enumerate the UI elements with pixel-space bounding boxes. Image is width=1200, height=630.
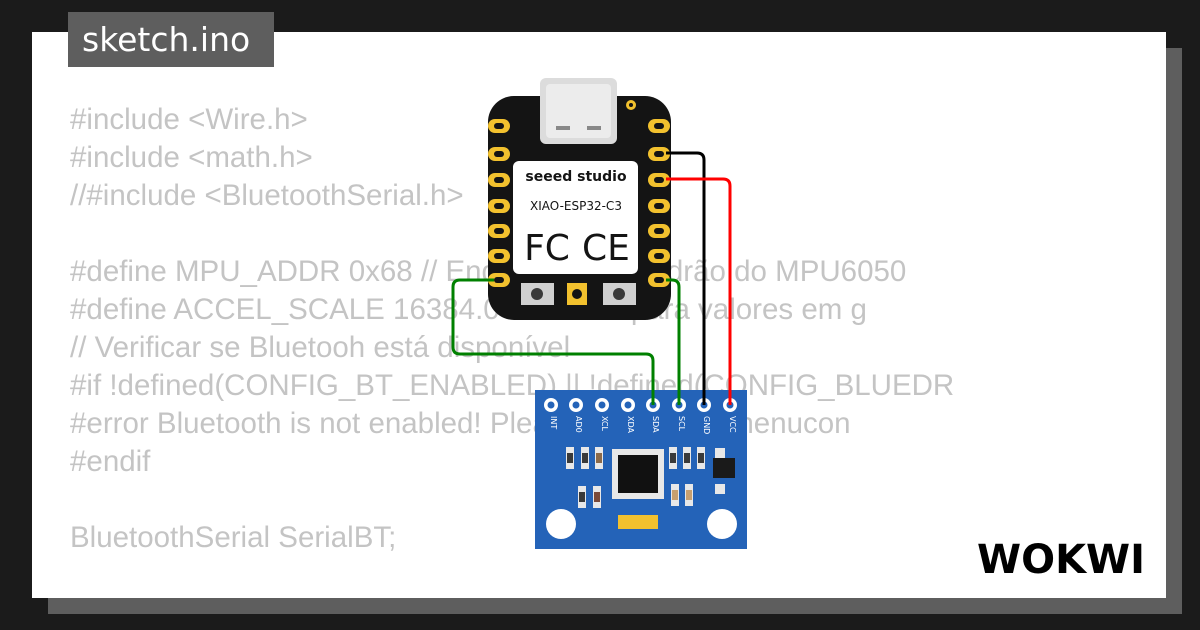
shield-label — [513, 161, 638, 274]
code-line-2: #include <math.h> — [70, 141, 313, 174]
file-tab[interactable]: sketch.ino — [68, 12, 275, 67]
code-line-6: #define ACCEL_SCALE 16384.0 // Divisor p… — [70, 293, 867, 326]
mpu6050-chip — [612, 449, 664, 499]
sensor-pin-label: GND — [702, 416, 711, 434]
board-brand: seeed studio — [525, 169, 627, 185]
code-line-12: BluetoothSerial SerialBT; — [70, 521, 397, 554]
wokwi-logo-text: WOKWI — [977, 537, 1145, 583]
code-line-10: #endif — [70, 445, 151, 478]
wire-scl[interactable] — [666, 278, 681, 405]
usb-c-connector — [540, 78, 617, 144]
code-line-8: #if !defined(CONFIG_BT_ENABLED) || !defi… — [70, 369, 955, 402]
mounting-hole — [707, 509, 737, 539]
code-line-7: // Verificar se Bluetooh está disponível — [70, 331, 571, 364]
xiao-esp32c3-board[interactable]: seeed studio XIAO-ESP32-C3 FC CE — [488, 78, 671, 320]
wokwi-logo[interactable]: WOKWI — [975, 525, 1150, 587]
board-pin-pads — [488, 100, 670, 287]
sensor-pin-label: AD0 — [574, 416, 583, 433]
gold-pad — [618, 515, 658, 529]
code-line-3: //#include <BluetoothSerial.h> — [70, 179, 464, 212]
smd-components — [566, 447, 735, 508]
mpu6050-module[interactable]: INT AD0 XCL XDA SDA SCL GND VCC — [535, 390, 747, 549]
sensor-pin-label: XCL — [600, 416, 609, 431]
sensor-pin-label: SCL — [677, 416, 686, 432]
sensor-pin-label: XDA — [626, 416, 635, 434]
wire-vcc[interactable] — [666, 177, 732, 405]
sensor-pin-label: INT — [549, 416, 558, 429]
code-line-1: #include <Wire.h> — [70, 103, 308, 136]
sensor-pin-label: VCC — [728, 416, 737, 433]
mounting-hole — [546, 509, 576, 539]
sensor-pin-label: SDA — [651, 416, 660, 433]
board-model: XIAO-ESP32-C3 — [530, 199, 622, 213]
wire-gnd[interactable] — [666, 151, 706, 405]
wire-sda[interactable] — [451, 278, 655, 405]
boot-button-cap — [613, 288, 625, 300]
antenna-pad-hole — [572, 289, 582, 299]
ce-mark: CE — [582, 228, 630, 269]
reset-button-cap — [531, 288, 543, 300]
fcc-mark: FC — [524, 228, 570, 269]
